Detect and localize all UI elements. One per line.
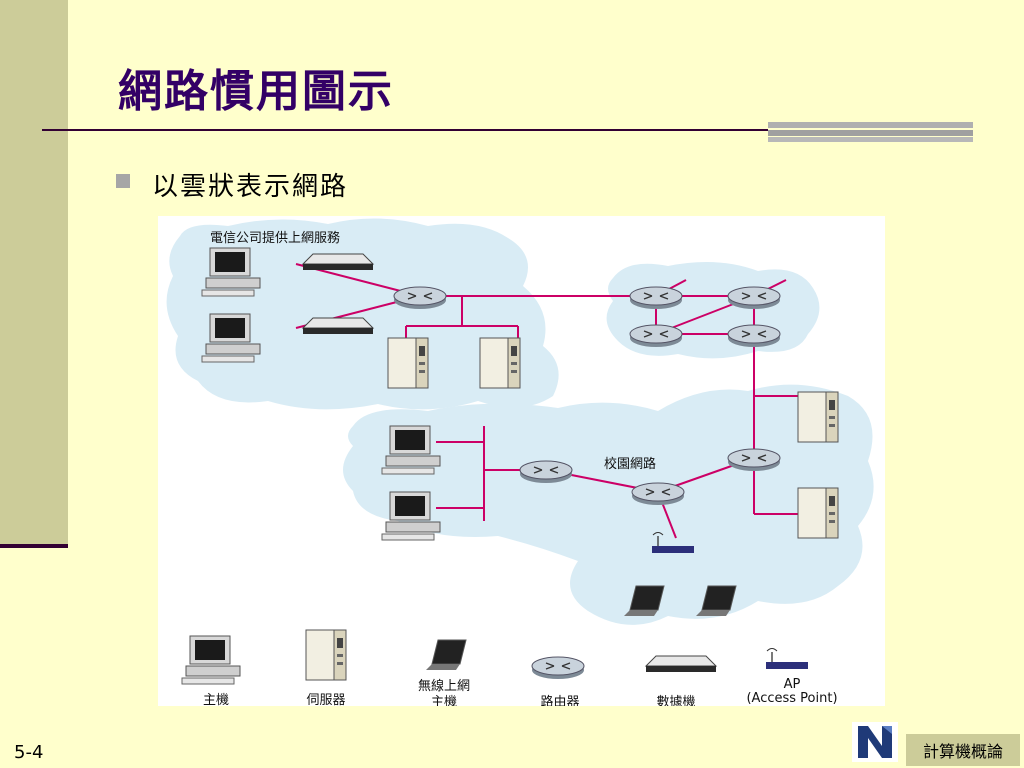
legend-ap-label-2: (Access Point) [746, 691, 837, 706]
router-core-3 [629, 324, 683, 348]
title-rule-accent [768, 122, 973, 142]
legend-modem-label: 數據機 [656, 695, 695, 706]
network-diagram-svg: 電信公司提供上網服務 校園網路 主機 伺服器 無線上網 主機 路由器 數據機 A… [166, 218, 874, 706]
course-name: 計算機概論 [906, 734, 1020, 766]
legend-ap-label-1: AP [784, 677, 801, 692]
modem-2 [302, 317, 374, 335]
isp-cloud-label: 電信公司提供上網服務 [210, 230, 340, 246]
legend-host-icon [181, 635, 241, 685]
legend-server-label: 伺服器 [306, 693, 345, 706]
left-rule [0, 544, 68, 548]
title-rule [42, 129, 972, 131]
legend-server-icon [305, 629, 347, 681]
campus-cloud [343, 384, 874, 625]
bullet-square-icon [116, 174, 130, 188]
legend-laptop-icon [425, 639, 467, 671]
legend: 主機 伺服器 無線上網 主機 路由器 數據機 AP (Access Point) [181, 629, 838, 706]
legend-laptop-label-2: 主機 [431, 695, 457, 706]
legend-router-icon [531, 656, 585, 680]
course-logo-icon [852, 722, 898, 762]
slide-title: 網路慣用圖示 [118, 66, 394, 117]
network-diagram: 電信公司提供上網服務 校園網路 主機 伺服器 無線上網 主機 路由器 數據機 A… [158, 216, 885, 706]
server-1 [387, 337, 429, 389]
campus-cloud-label: 校園網路 [604, 456, 656, 472]
router-core-2 [727, 286, 781, 310]
isp-cloud [166, 218, 559, 410]
server-2 [479, 337, 521, 389]
bullet-text: 以雲狀表示網路 [152, 172, 349, 202]
legend-modem-icon [645, 655, 717, 673]
server-3 [797, 391, 839, 443]
legend-laptop-label-1: 無線上網 [418, 678, 470, 694]
modem-1 [302, 253, 374, 271]
legend-router-label: 路由器 [540, 694, 579, 706]
router-core-4 [727, 324, 781, 348]
router-campus-2 [631, 482, 685, 506]
page-number: 5-4 [14, 742, 44, 763]
legend-ap-icon [765, 647, 809, 670]
router-core-1 [629, 286, 683, 310]
router-campus-3 [727, 448, 781, 472]
legend-host-label: 主機 [203, 693, 229, 706]
server-4 [797, 487, 839, 539]
router-campus-1 [519, 460, 573, 484]
router-isp [393, 286, 447, 310]
left-band [0, 0, 68, 546]
